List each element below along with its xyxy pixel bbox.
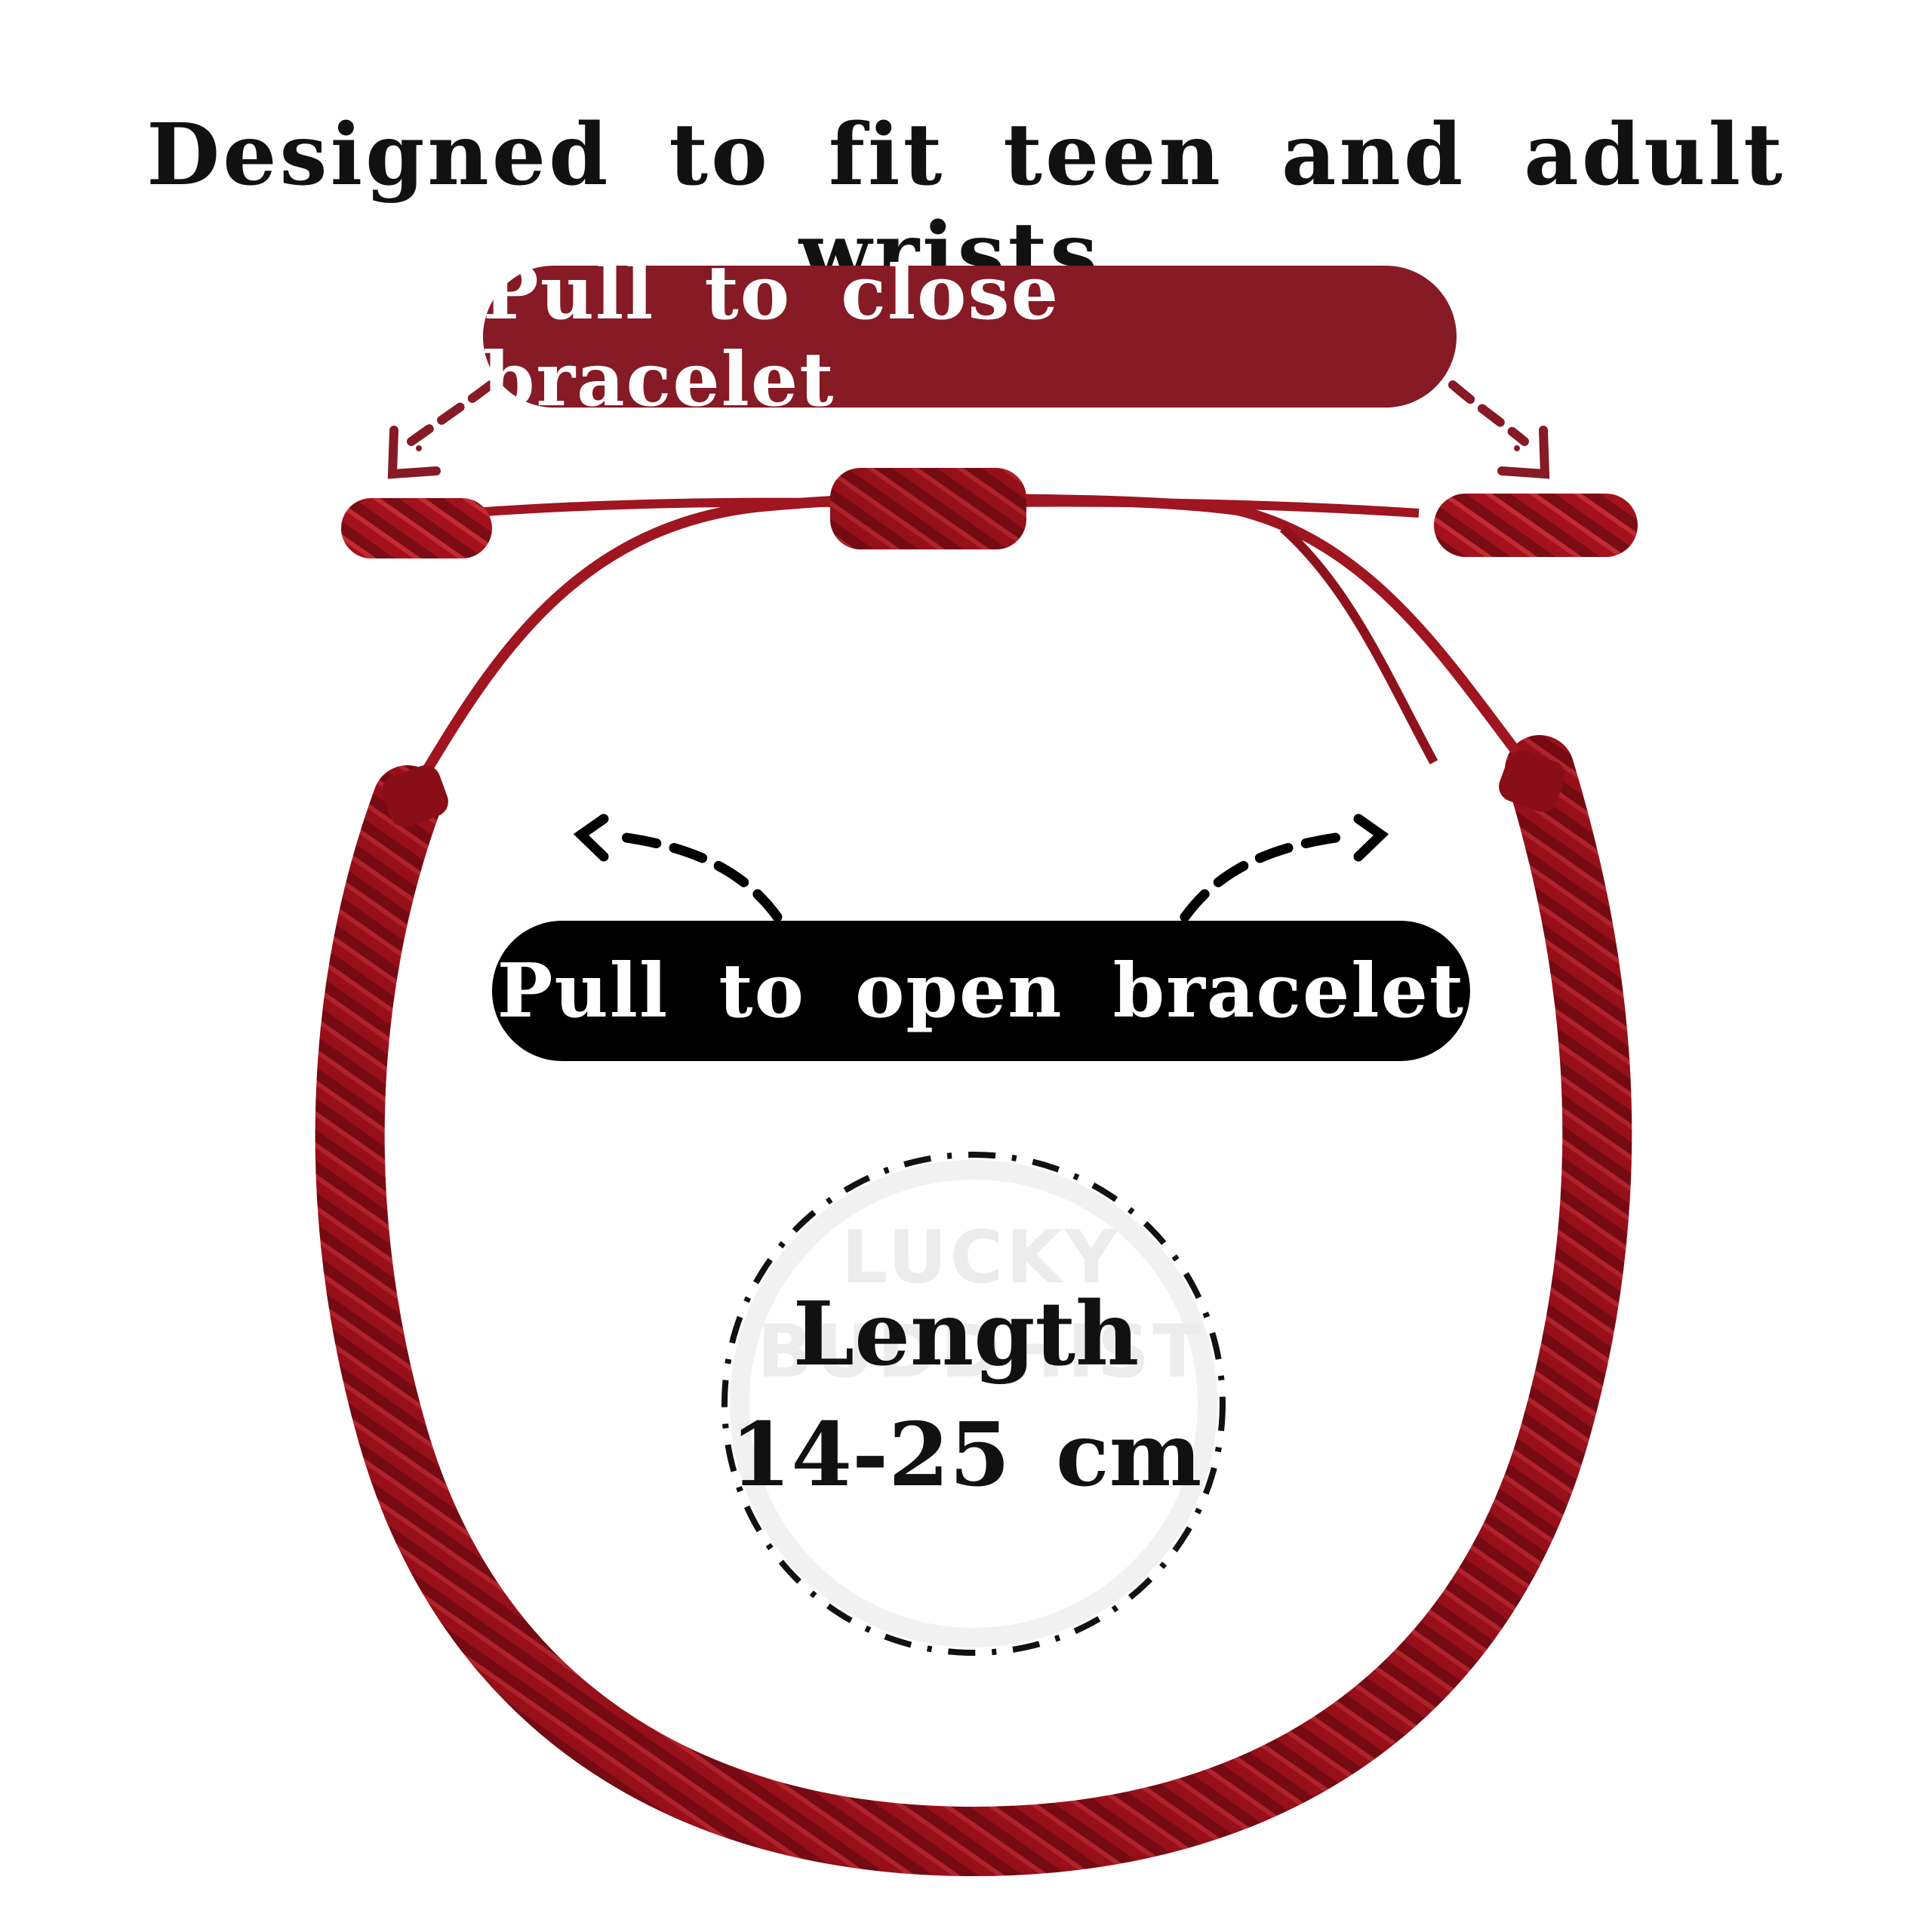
pull-to-close-label: Pull to close bracelet xyxy=(483,250,1060,423)
dashed-circle-icon xyxy=(721,1152,1226,1656)
dashed-arrow-icon xyxy=(573,814,1389,922)
watermark-line-2: BUDDHIST xyxy=(757,1309,1205,1394)
length-label: Length xyxy=(792,1283,1140,1386)
dashed-arrow-icon xyxy=(1448,380,1550,479)
dashed-arrow-icon xyxy=(387,380,495,479)
end-knot-right xyxy=(1434,494,1638,557)
bracelet-cord-top-right xyxy=(1003,497,1420,518)
length-value: 14-25 cm xyxy=(730,1404,1202,1506)
pull-to-open-label: Pull to open bracelet xyxy=(497,947,1466,1035)
bracelet-braid-shadow xyxy=(315,735,1632,1877)
headline: Designed to fit teen and adult wrists. xyxy=(146,106,1786,303)
braid-end-right xyxy=(1499,750,1565,812)
bracelet-cord-left xyxy=(417,493,906,780)
bracelet-braid xyxy=(315,735,1632,1877)
watermark-circle xyxy=(730,1160,1217,1647)
end-knot-left xyxy=(341,498,492,558)
bracelet-cord-inner-right xyxy=(1280,525,1438,764)
braid-end-left xyxy=(382,765,448,827)
sliding-knot xyxy=(830,468,1026,549)
pull-to-close-callout: Pull to close bracelet xyxy=(483,250,1457,423)
pull-to-open-callout: Pull to open bracelet xyxy=(492,921,1470,1061)
watermark-line-1: LUCKY xyxy=(841,1215,1121,1300)
